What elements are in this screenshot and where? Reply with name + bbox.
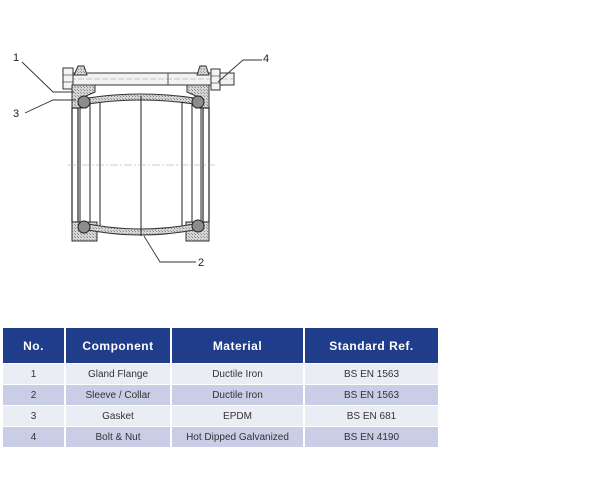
leader-lines	[21, 59, 262, 263]
callout-3: 3	[13, 108, 20, 120]
cell-no: 3	[3, 406, 64, 426]
cell-component: Gland Flange	[66, 364, 170, 384]
cell-standard: BS EN 681	[305, 406, 438, 426]
cell-component: Bolt & Nut	[66, 427, 170, 447]
header-no: No.	[3, 328, 64, 363]
cell-standard: BS EN 1563	[305, 385, 438, 405]
callout-4: 4	[263, 53, 270, 65]
header-component: Component	[66, 328, 170, 363]
table-row: 3 Gasket EPDM BS EN 681	[3, 406, 438, 426]
sleeve-collar	[68, 93, 215, 236]
cell-standard: BS EN 4190	[305, 427, 438, 447]
header-standard-ref: Standard Ref.	[305, 328, 438, 363]
callout-2: 2	[198, 257, 205, 269]
cell-no: 4	[3, 427, 64, 447]
cell-component: Gasket	[66, 406, 170, 426]
cell-no: 1	[3, 364, 64, 384]
header-material: Material	[172, 328, 303, 363]
table-row: 1 Gland Flange Ductile Iron BS EN 1563	[3, 364, 438, 384]
component-spec-table: No. Component Material Standard Ref. 1 G…	[1, 327, 440, 448]
cell-material: Hot Dipped Galvanized	[172, 427, 303, 447]
cell-material: Ductile Iron	[172, 385, 303, 405]
cell-component: Sleeve / Collar	[66, 385, 170, 405]
cell-standard: BS EN 1563	[305, 364, 438, 384]
table-row: 4 Bolt & Nut Hot Dipped Galvanized BS EN…	[3, 427, 438, 447]
coupling-cross-section-diagram: 1 3 4 2	[0, 0, 300, 290]
bolt	[62, 67, 235, 91]
cell-no: 2	[3, 385, 64, 405]
cell-material: Ductile Iron	[172, 364, 303, 384]
gaskets	[77, 95, 205, 234]
table-header-row: No. Component Material Standard Ref.	[3, 328, 438, 363]
table-row: 2 Sleeve / Collar Ductile Iron BS EN 156…	[3, 385, 438, 405]
cell-material: EPDM	[172, 406, 303, 426]
callout-1: 1	[13, 52, 20, 64]
